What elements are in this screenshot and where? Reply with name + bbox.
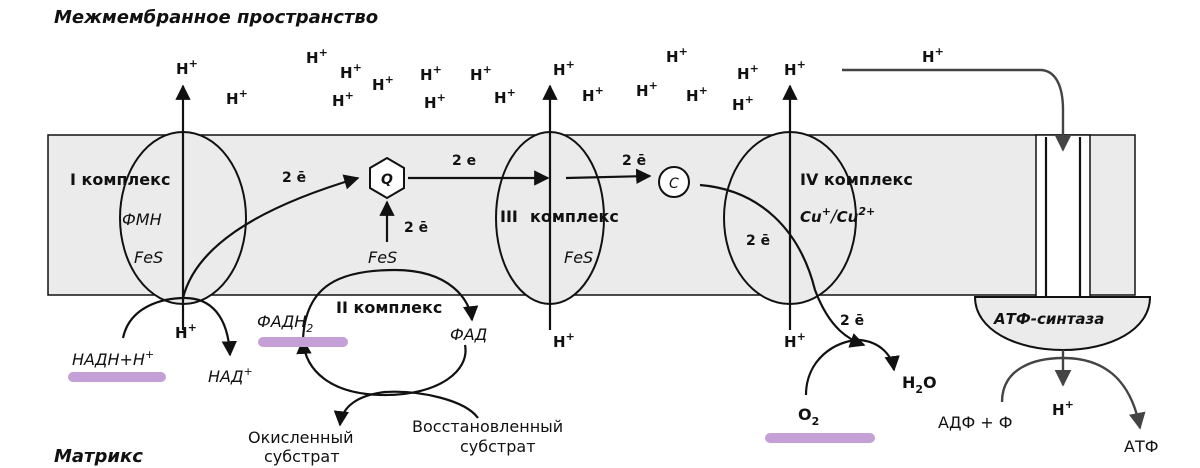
- complex3-roman: III: [500, 207, 518, 226]
- proton: H+: [784, 58, 806, 79]
- fad-label: ФАД: [450, 325, 487, 344]
- o2-label: O2: [798, 405, 819, 428]
- q-label: Q: [381, 172, 393, 188]
- complex2-fes: FeS: [368, 248, 397, 267]
- water-label: H2O: [902, 373, 937, 396]
- oxidized-substrate-1: Окисленный: [248, 428, 353, 447]
- proton: H+: [494, 86, 516, 107]
- proton: H+: [175, 321, 197, 342]
- proton: H+: [553, 330, 575, 351]
- proton: H+: [306, 46, 328, 67]
- proton: H+: [340, 61, 362, 82]
- proton: H+: [582, 84, 604, 105]
- proton: H+: [553, 58, 575, 79]
- nadh-label: НАДН+Н+: [72, 348, 154, 369]
- matrix-label: Матрикс: [54, 446, 143, 467]
- complex3-fes: FeS: [564, 248, 593, 267]
- adp-label: АДФ + Ф: [938, 413, 1013, 432]
- proton: H+: [332, 89, 354, 110]
- complex1-fmn: ФМН: [122, 210, 162, 229]
- complex4-copper: Cu+/Cu2+: [800, 205, 875, 227]
- proton: H+: [420, 63, 442, 84]
- proton: H+: [1052, 398, 1074, 419]
- cytochrome-c-carrier: [658, 166, 690, 198]
- atp-synthase-channel: [1035, 134, 1091, 298]
- complex3-word: комплекс: [530, 207, 619, 226]
- electrons-label-q-c3: 2 e: [452, 153, 476, 169]
- c-label: C: [669, 176, 679, 192]
- highlight-fadh2: [258, 337, 348, 347]
- complex4-title: IV комплекс: [800, 170, 913, 189]
- proton: H+: [424, 91, 446, 112]
- proton: H+: [636, 79, 658, 100]
- reduced-substrate-1: Восстановленный: [412, 417, 563, 436]
- electrons-label-fes-q: 2 ē: [404, 220, 428, 236]
- oxidized-substrate-2: субстрат: [264, 447, 340, 466]
- reduced-substrate-2: субстрат: [460, 437, 536, 456]
- electrons-label-c1-q: 2 ē: [282, 170, 306, 186]
- fadh2-label: ФАДН2: [257, 312, 313, 335]
- electrons-label-o2: 2 ē: [840, 313, 864, 329]
- proton: H+: [737, 62, 759, 83]
- proton: H+: [922, 45, 944, 66]
- complex1-title: I комплекс: [70, 170, 170, 189]
- complex1-fes: FeS: [134, 248, 163, 267]
- proton: H+: [666, 45, 688, 66]
- proton: H+: [784, 330, 806, 351]
- proton: H+: [176, 57, 198, 78]
- nad-label: НАД+: [208, 365, 253, 386]
- highlight-nadh: [68, 372, 166, 382]
- proton: H+: [372, 73, 394, 94]
- atp-synthase-label: АТФ-синтаза: [993, 310, 1104, 328]
- atp-synthase-body: [973, 296, 1152, 352]
- electrons-label-c4: 2 ē: [746, 233, 770, 249]
- ubiquinone-carrier: [369, 156, 405, 200]
- highlight-o2: [765, 433, 875, 443]
- proton: H+: [732, 93, 754, 114]
- proton: H+: [470, 63, 492, 84]
- atp-label: АТФ: [1124, 437, 1159, 456]
- electrons-label-c3-c: 2 ē: [622, 153, 646, 169]
- complex2-title: II комплекс: [336, 298, 442, 317]
- proton: H+: [226, 87, 248, 108]
- proton: H+: [686, 84, 708, 105]
- proton-group: H+ H+ H+ H+ H+ H+ H+ H+ H+ H+ H+ H+ H+ H…: [175, 45, 1074, 419]
- intermembrane-label: Межмембранное пространство: [54, 7, 378, 28]
